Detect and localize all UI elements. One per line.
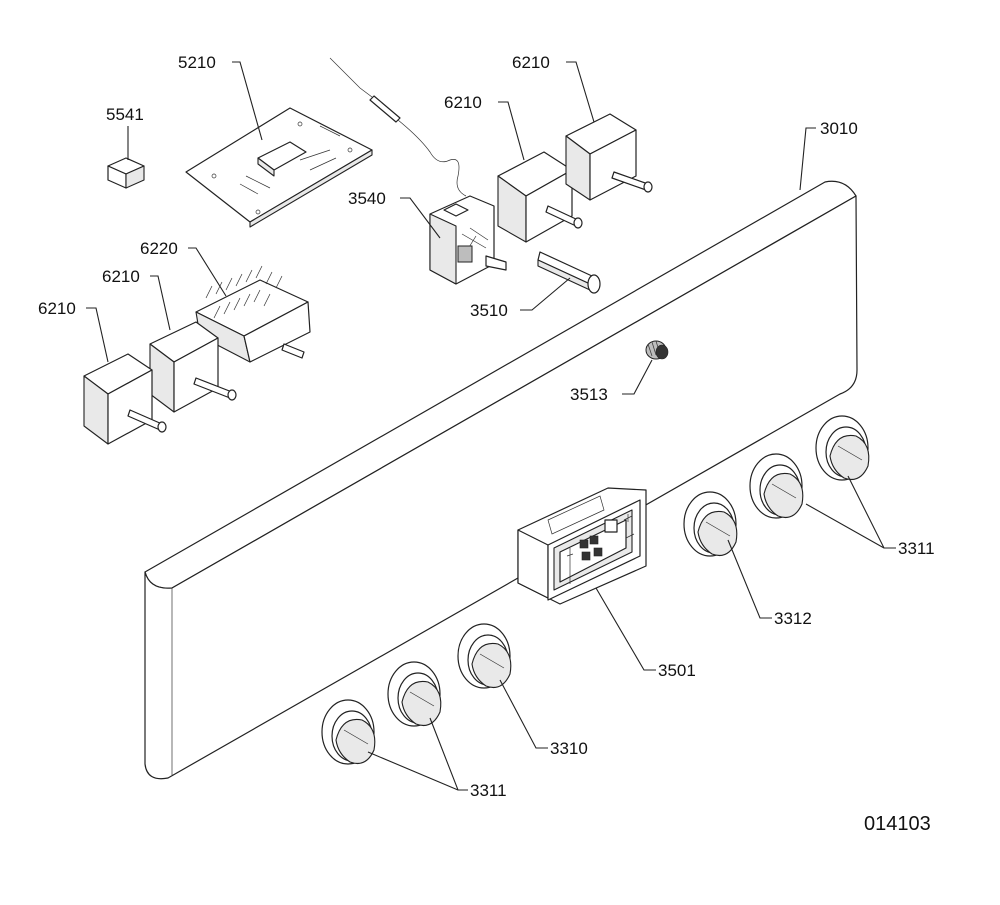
label-5210: 5210: [178, 53, 216, 72]
label-3311-right: 3311: [898, 539, 935, 558]
multi-contact-switch: [195, 265, 311, 363]
label-6220: 6220: [140, 239, 178, 258]
knob-left-1: [321, 699, 376, 765]
drawing-number: 014103: [864, 813, 931, 835]
selector-switch-top-right: [565, 113, 653, 201]
label-6210-mid: 6210: [444, 93, 482, 112]
leader-lines: [86, 61, 896, 791]
sensor-probe: [537, 251, 601, 294]
label-3513: 3513: [570, 385, 608, 404]
knob-right-2: [749, 453, 804, 519]
knob-3310: [457, 623, 512, 689]
relay: [107, 157, 145, 189]
circuit-board: [185, 107, 373, 228]
selector-switch-top-middle: [497, 151, 583, 243]
knob-right-1: [815, 415, 870, 481]
label-3310: 3310: [550, 739, 588, 758]
selector-switch-left-front: [83, 353, 167, 445]
label-6210-left-rear: 6210: [102, 267, 140, 286]
label-3501: 3501: [658, 661, 696, 680]
label-3311-left: 3311: [470, 781, 507, 800]
knob-left-2: [387, 661, 442, 727]
knob-3312: [683, 491, 738, 557]
label-6210-left-front: 6210: [38, 299, 76, 318]
label-6210-right: 6210: [512, 53, 550, 72]
part-labels: 5210 5541 6210 6210 3010 3540 6220 6210 …: [38, 53, 935, 835]
electronic-timer: [517, 487, 647, 605]
thermostat: [329, 57, 507, 285]
label-3510: 3510: [470, 301, 508, 320]
label-3540: 3540: [348, 189, 386, 208]
label-3010: 3010: [820, 119, 858, 138]
selector-switch-left-rear: [149, 321, 237, 413]
label-5541: 5541: [106, 105, 144, 124]
push-button: [645, 340, 669, 360]
control-panel: [144, 180, 858, 780]
label-3312: 3312: [774, 609, 812, 628]
